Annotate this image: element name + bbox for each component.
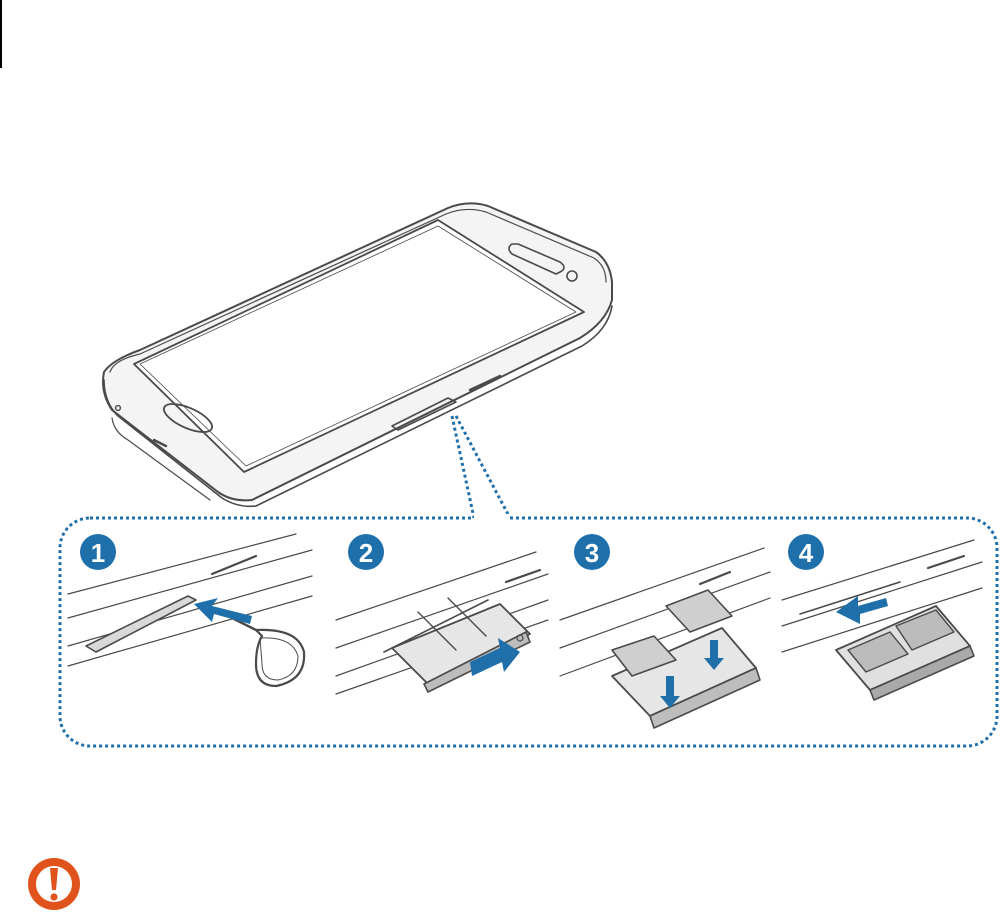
step-badge-1: 1 [80,534,116,570]
callout-box [58,516,999,748]
step-number-label: 1 [91,538,105,568]
arrow-insert-tray-icon [836,596,888,624]
step-badge-2: 2 [348,534,384,570]
panel-step-2 [335,551,549,695]
step-number-label: 2 [359,538,373,568]
exclamation-circle-icon [28,858,80,910]
phone-illustration [102,202,613,508]
step-badge-4: 4 [788,534,824,570]
arrow-pull-tray-icon [470,638,520,676]
step-badge-3: 3 [574,534,610,570]
callout-gap [474,514,510,522]
arrow-insert-pin-icon [194,598,252,624]
panel-step-1 [67,533,313,688]
panel-step-4 [781,539,983,701]
callout-leader [450,415,512,519]
arrow-down-sim2-icon [704,640,724,670]
step-number-label: 3 [585,538,599,568]
arrow-down-sim1-icon [660,676,680,708]
panel-step-3 [559,547,771,729]
step-number-label: 4 [799,538,814,568]
